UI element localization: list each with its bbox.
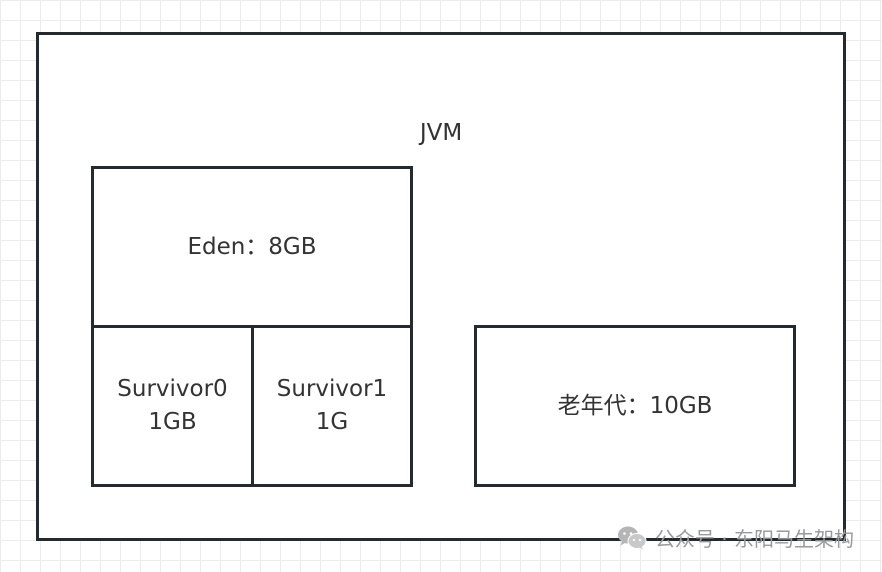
watermark: 公众号 · 东阳马生架构	[617, 523, 854, 552]
eden-label-wrap: Eden：8GB	[94, 169, 410, 325]
survivor1-region: Survivor1 1G	[251, 325, 413, 487]
survivor0-region: Survivor0 1GB	[91, 325, 254, 487]
survivor1-size: 1G	[315, 409, 349, 435]
jvm-title: JVM	[419, 120, 463, 146]
watermark-text: 公众号 · 东阳马生架构	[654, 527, 854, 551]
survivor0-name: Survivor0	[117, 376, 228, 402]
eden-label: Eden：8GB	[187, 233, 317, 260]
old-generation-region: 老年代：10GB	[474, 325, 796, 487]
old-gen-label: 老年代：10GB	[557, 392, 713, 419]
survivor1-label-wrap: Survivor1 1G	[254, 328, 410, 484]
wechat-icon	[617, 526, 647, 549]
survivor1-name: Survivor1	[276, 376, 388, 402]
survivor0-size: 1GB	[148, 409, 197, 435]
eden-region: Eden：8GB	[91, 166, 413, 328]
survivor0-label-wrap: Survivor0 1GB	[94, 328, 251, 484]
old-gen-label-wrap: 老年代：10GB	[477, 328, 793, 484]
